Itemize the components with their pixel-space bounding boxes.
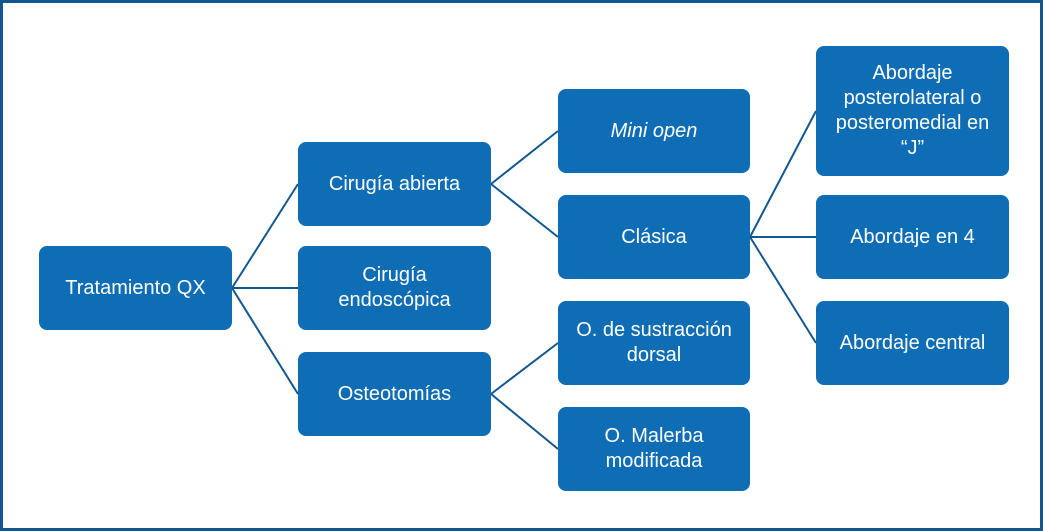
node-label: Abordaje en 4 bbox=[850, 225, 975, 248]
connector-root-to-cirugia_abierta bbox=[231, 183, 299, 289]
node-label: Mini open bbox=[610, 119, 698, 142]
node-osteotomias: Osteotomías bbox=[298, 352, 491, 436]
connector-layer bbox=[231, 110, 817, 450]
node-cirugia-abierta: Cirugía abierta bbox=[298, 142, 491, 226]
node-o-malerba-modificada: O. Malerba modificada bbox=[558, 407, 750, 491]
node-label: Clásica bbox=[621, 225, 687, 248]
connector-osteotomias-to-o_malerba bbox=[490, 393, 559, 450]
node-label: O. de sustracción dorsal bbox=[576, 319, 732, 366]
connector-cirugia_abierta-to-mini_open bbox=[490, 130, 559, 185]
node-label: Cirugía abierta bbox=[328, 172, 461, 195]
node-label: Cirugía endoscópica bbox=[338, 264, 451, 311]
node-mini-open: Mini open bbox=[558, 89, 750, 173]
connector-clasica-to-abordaje_posterolateral bbox=[749, 110, 817, 238]
node-cirugia-endoscopica: Cirugía endoscópica bbox=[298, 246, 491, 330]
node-o-sustraccion-dorsal: O. de sustracción dorsal bbox=[558, 301, 750, 385]
connector-clasica-to-abordaje_central bbox=[749, 236, 817, 344]
node-label: O. Malerba modificada bbox=[604, 425, 704, 472]
node-tratamiento-qx: Tratamiento QX bbox=[39, 246, 232, 330]
connector-osteotomias-to-o_sustraccion bbox=[490, 342, 559, 395]
node-label: Osteotomías bbox=[337, 382, 452, 405]
node-abordaje-posterolateral: Abordaje posterolateral o posteromedial … bbox=[816, 46, 1009, 176]
node-clasica: Clásica bbox=[558, 195, 750, 279]
node-label: Abordaje central bbox=[839, 331, 986, 354]
connector-root-to-osteotomias bbox=[231, 287, 299, 395]
node-abordaje-central: Abordaje central bbox=[816, 301, 1009, 385]
connector-cirugia_abierta-to-clasica bbox=[490, 183, 559, 238]
node-abordaje-en-4: Abordaje en 4 bbox=[816, 195, 1009, 279]
node-label: Abordaje posterolateral o posteromedial … bbox=[835, 62, 990, 159]
node-label: Tratamiento QX bbox=[65, 276, 206, 299]
